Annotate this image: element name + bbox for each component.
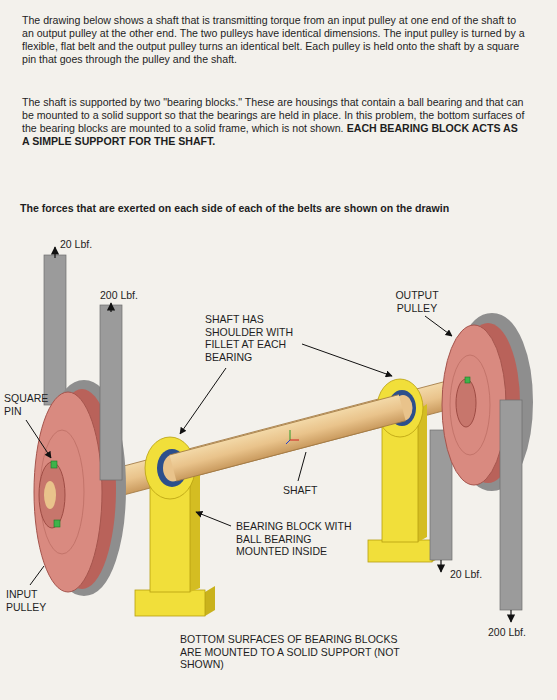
force-label: 200 Lbf.: [100, 289, 138, 302]
input-pulley: [54, 520, 60, 527]
force-arrow: [440, 560, 441, 572]
callout-label: SQUARE PIN: [4, 392, 52, 417]
force-arrow: [510, 610, 511, 622]
belt: [100, 305, 122, 480]
callout-label: OUTPUT PULLEY: [386, 289, 448, 314]
output-pulley: [465, 377, 470, 383]
leader-line: [180, 368, 226, 434]
output-pulley: [442, 325, 506, 485]
belt: [500, 400, 522, 610]
leader-line: [196, 512, 231, 526]
output-pulley: [456, 379, 476, 427]
belt: [100, 305, 122, 480]
leader-line: [30, 566, 44, 585]
force-label: 20 Lbf.: [450, 568, 482, 581]
text-paragraph: The shaft is supported by two "bearing b…: [22, 96, 527, 148]
note-label: BOTTOM SURFACES OF BEARING BLOCKS ARE MO…: [180, 633, 412, 671]
belt: [500, 400, 522, 610]
belt: [44, 255, 66, 405]
bearing-block: [418, 404, 427, 542]
callout-label: SHAFT HAS SHOULDER WITH FILLET AT EACH B…: [205, 313, 305, 363]
callout-label: SHAFT: [283, 484, 317, 497]
bearing-block: [135, 590, 205, 616]
shaft: [176, 421, 405, 481]
shaft: [170, 395, 406, 481]
force-arrow: [54, 247, 55, 258]
problem-text: The drawing below shows a shaft that is …: [22, 14, 527, 66]
leader-line: [302, 344, 392, 376]
input-pulley: [44, 481, 56, 509]
force-arrow: [110, 303, 111, 312]
output-pulley: [450, 355, 490, 455]
input-pulley: [40, 430, 84, 554]
axis-triad: [290, 430, 291, 440]
axis-triad: [286, 430, 299, 444]
input-pulley: [51, 461, 57, 468]
bearing-block: [205, 586, 215, 616]
axis-triad: [290, 440, 299, 441]
force-arrow: [55, 247, 511, 622]
instruction-text: The forces that are exerted on each side…: [20, 202, 449, 215]
leader-line: [298, 452, 306, 481]
leader-line: [425, 316, 452, 336]
force-label: 20 Lbf.: [60, 238, 92, 251]
shaft: [170, 395, 406, 481]
bearing-block: [368, 540, 432, 562]
axis-triad: [286, 440, 290, 444]
shaft: [170, 395, 399, 455]
input-pulley: [39, 462, 65, 528]
input-pulley: [34, 392, 102, 592]
callout-label: BEARING BLOCK WITH BALL BEARING MOUNTED …: [236, 520, 364, 558]
callout-label: INPUT PULLEY: [6, 588, 66, 613]
force-label: 200 Lbf.: [488, 626, 526, 639]
leader-line: [26, 420, 51, 458]
